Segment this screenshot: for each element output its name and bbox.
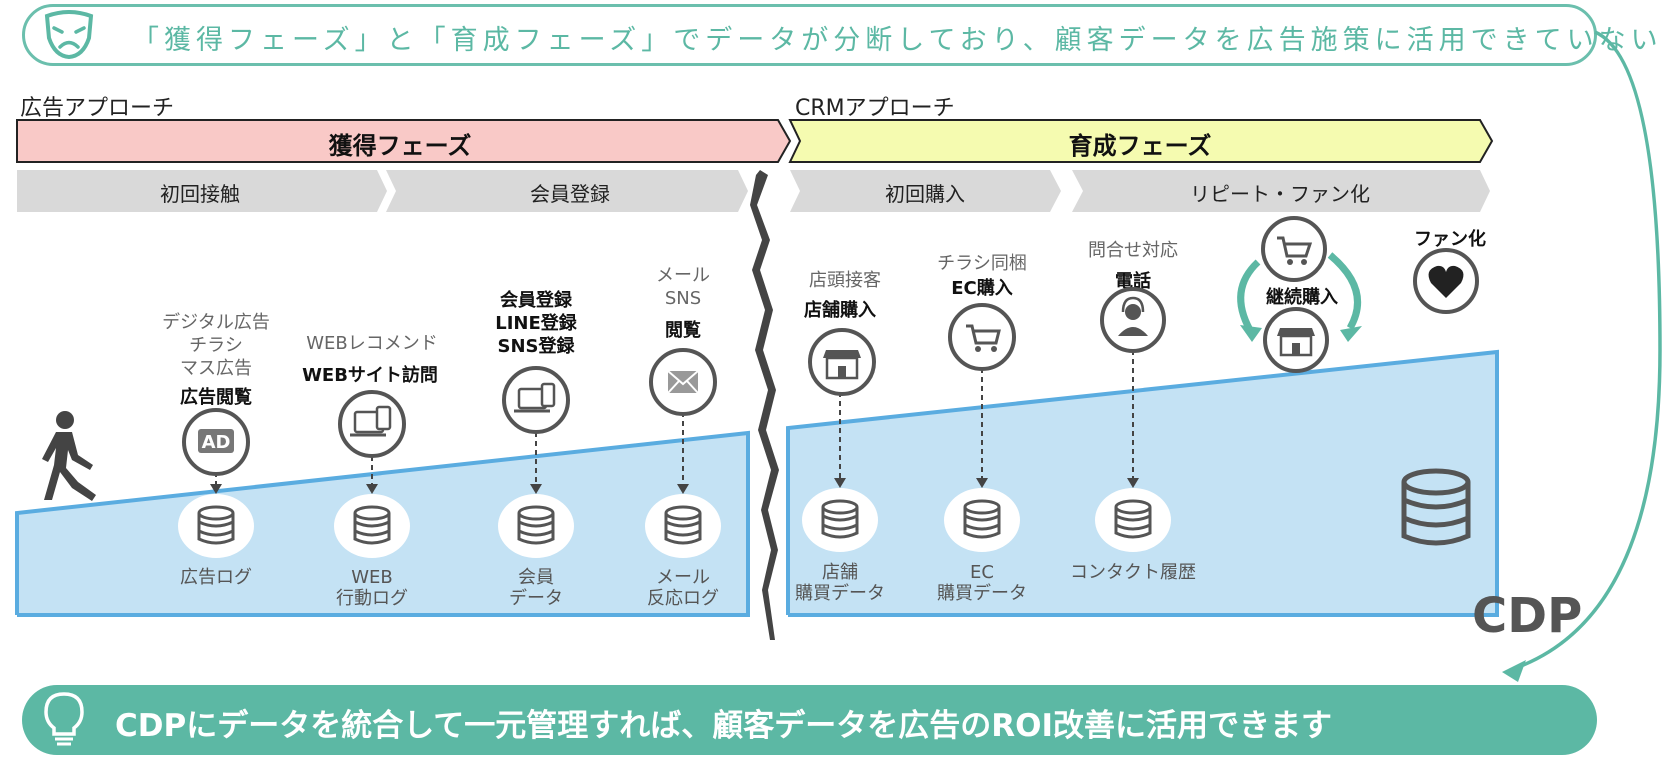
problem-text: 「獲得フェーズ」と「育成フェーズ」でデータが分断しており、顧客データを広告施策に… <box>132 25 1663 56</box>
data-label-ad-log: 広告ログ <box>180 567 252 588</box>
touchpoint-main: EC購入 <box>951 278 1013 299</box>
touchpoint-sub: 問合せ対応 <box>1088 240 1178 261</box>
data-label-store: 店舗購買データ <box>795 562 885 604</box>
touchpoint-sub: 店頭接客 <box>809 270 881 291</box>
data-label-contact: コンタクト履歴 <box>1070 562 1196 583</box>
touchpoint-main: 広告閲覧 <box>180 387 252 408</box>
acquisition-phase-label: 獲得フェーズ <box>328 132 472 160</box>
problem-banner <box>22 4 1597 66</box>
touchpoint-main: 店舗購入 <box>804 300 876 321</box>
solution-text: CDPにデータを統合して一元管理すれば、顧客データを広告のROI改善に活用できま… <box>115 708 1333 744</box>
fan-label: ファン化 <box>1414 229 1486 250</box>
touchpoint-main: WEBサイト訪問 <box>302 365 438 386</box>
cdp-label: CDP <box>1472 588 1583 644</box>
flow-arrow <box>1502 30 1662 682</box>
ad-approach-label: 広告アプローチ <box>20 96 175 121</box>
touchpoint-sub: デジタル広告チラシマス広告 <box>162 312 270 379</box>
data-label-mail-log: メール反応ログ <box>647 567 719 609</box>
touchpoint-main: 閲覧 <box>665 320 701 341</box>
touchpoint-main: 電話 <box>1115 271 1151 292</box>
touchpoint-sub: チラシ同梱 <box>937 253 1027 274</box>
step-repeat-fan: リピート・ファン化 <box>1190 182 1370 206</box>
data-label-member: 会員データ <box>509 567 563 609</box>
nurture-phase-label: 育成フェーズ <box>1068 132 1212 160</box>
walking-person-icon <box>42 411 96 501</box>
step-member-registration: 会員登録 <box>530 182 610 206</box>
crm-approach-label: CRMアプローチ <box>795 96 955 121</box>
step-first-contact: 初回接触 <box>160 182 240 206</box>
solution-banner <box>22 685 1597 755</box>
step-first-purchase: 初回購入 <box>885 182 965 206</box>
lightbulb-icon <box>44 692 84 746</box>
touchpoint-sub: WEBレコメンド <box>306 333 438 354</box>
sad-mask-icon <box>44 10 94 60</box>
repeat-purchase-label: 継続購入 <box>1266 287 1338 308</box>
svg-text:AD: AD <box>202 432 231 453</box>
